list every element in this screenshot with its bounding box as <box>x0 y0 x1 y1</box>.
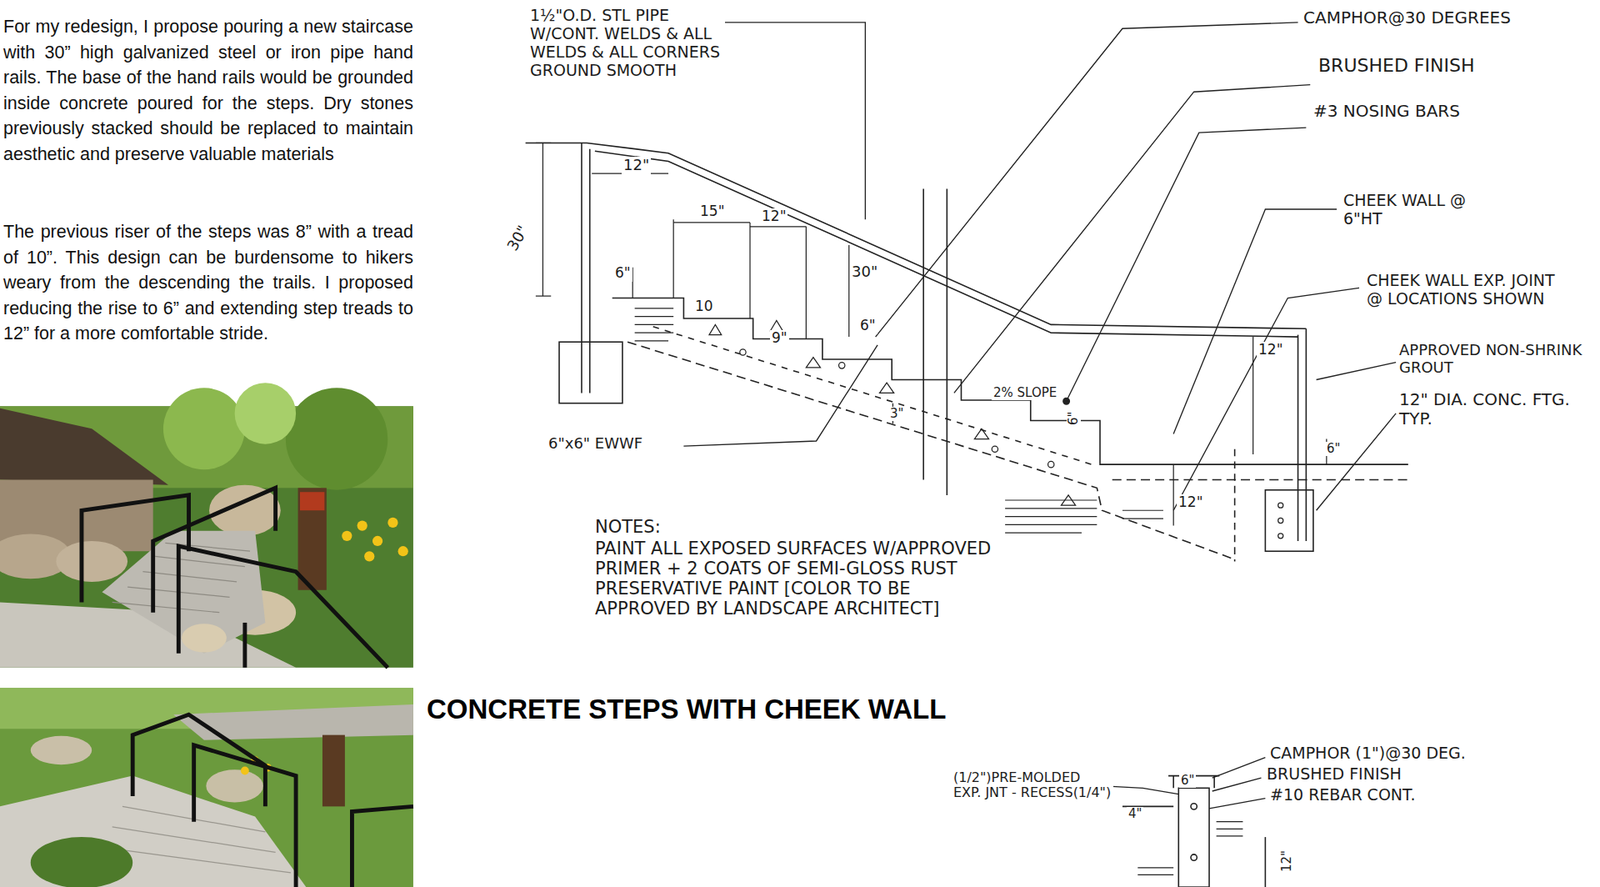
callout-label: 12" DIA. CONC. FTG. TYP. <box>1397 390 1576 429</box>
dimension-label: 6" <box>1066 410 1081 427</box>
dimension-label: 9" <box>770 330 790 347</box>
callout-label: CAMPHOR@30 DEGREES <box>1301 8 1513 28</box>
dimension-label: 12" <box>760 208 788 225</box>
callout-label: CHEEK WALL EXP. JOINT @ LOCATIONS SHOWN <box>1365 271 1565 309</box>
body-paragraph: The previous riser of the steps was 8” w… <box>3 219 414 347</box>
dimension-label: 30" <box>503 221 534 256</box>
dimension-label: 12" <box>1280 848 1295 874</box>
dimension-label: 2% SLOPE <box>991 385 1059 400</box>
dimension-label: 6" <box>1179 773 1196 788</box>
dimension-label: 12" <box>1256 341 1285 359</box>
callout-label: 6"x6" EWWF <box>546 435 645 453</box>
dimension-label: 15" <box>698 203 726 220</box>
note-heading: NOTES: <box>593 516 663 537</box>
callout-label: #10 REBAR CONT. <box>1268 785 1417 805</box>
callout-label: BRUSHED FINISH <box>1265 765 1404 784</box>
dimension-label: 6" <box>613 265 633 282</box>
dimension-label: 3" <box>888 406 905 421</box>
dimension-label: 12" <box>621 156 651 175</box>
dimension-label: 4" <box>1126 806 1144 821</box>
callout-label: BRUSHED FINISH <box>1316 55 1476 76</box>
callout-label: 1½"O.D. STL PIPE W/CONT. WELDS & ALL WEL… <box>528 6 725 80</box>
photo-stairs-path <box>0 687 414 887</box>
callout-label: APPROVED NON-SHRINK GROUT <box>1397 341 1589 376</box>
callout-label: CAMPHOR (1")@30 DEG. <box>1268 744 1468 763</box>
body-paragraph: For my redesign, I propose pouring a new… <box>3 14 414 167</box>
note-text: PAINT ALL EXPOSED SURFACES W/APPROVED PR… <box>593 538 997 620</box>
diagram-title: CONCRETE STEPS WITH CHEEK WALL <box>426 693 946 725</box>
cheek-wall-section-sketch <box>1104 757 1265 887</box>
dimension-label: 10 <box>693 298 715 315</box>
callout-label: (1/2")PRE-MOLDED EXP. JNT - RECESS(1/4") <box>951 770 1114 801</box>
callout-label: #3 NOSING BARS <box>1311 101 1462 121</box>
step-section-sketch <box>525 22 1409 562</box>
dimension-label: 6" <box>858 317 878 335</box>
callout-label: CHEEK WALL @ 6"HT <box>1341 191 1491 229</box>
dimension-label: 12" <box>1176 494 1205 511</box>
dimension-label: 30" <box>850 263 880 281</box>
dimension-label: 6" <box>1325 441 1342 456</box>
photo-stairs-pavilion <box>0 382 414 668</box>
